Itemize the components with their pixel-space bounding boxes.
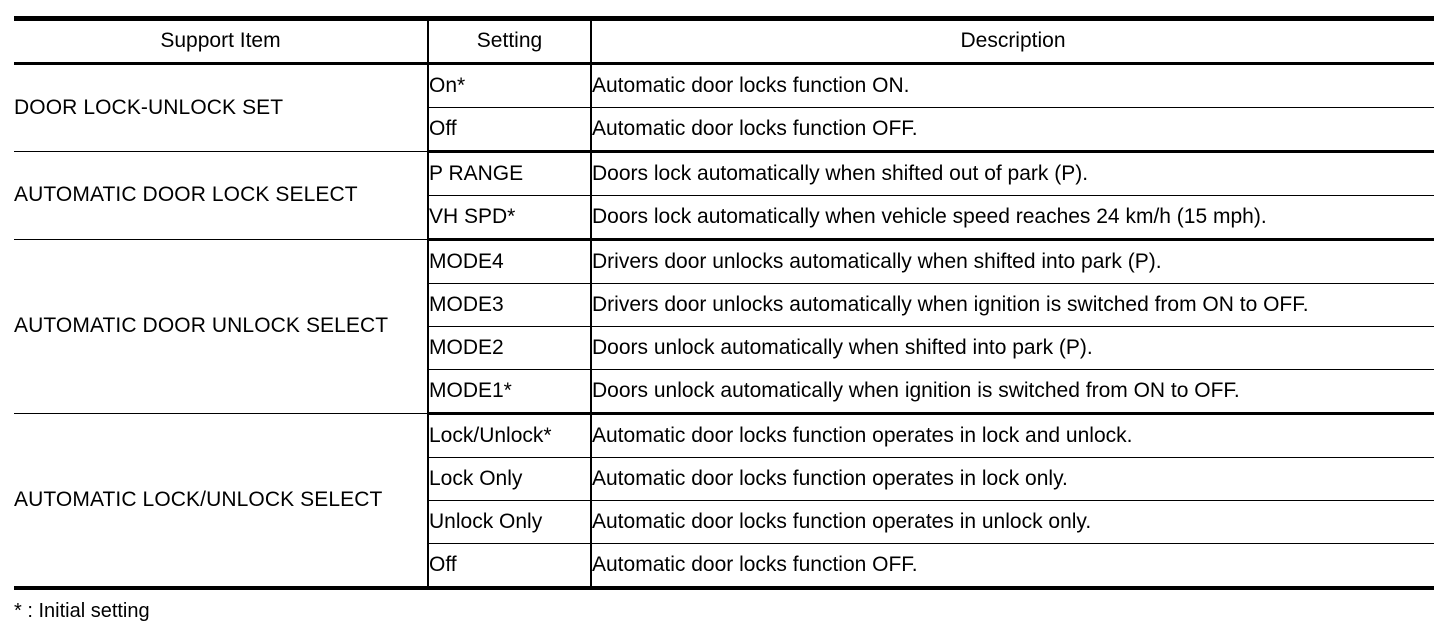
table-row: Off Automatic door locks function OFF. [14, 107, 1434, 153]
table-row: Lock Only Automatic door locks function … [14, 457, 1434, 501]
setting-cell: Off [428, 107, 592, 153]
column-header-description: Description [591, 18, 1434, 65]
setting-cell: P RANGE [428, 151, 592, 196]
description-cell: Automatic door locks function operates i… [591, 457, 1434, 501]
setting-cell: MODE4 [428, 239, 592, 284]
table-row: AUTOMATIC LOCK/UNLOCK SELECT Lock/Unlock… [14, 413, 1434, 589]
support-item-settings-table: Support Item Setting Description DOOR LO… [14, 16, 1434, 590]
table-row: MODE2 Doors unlock automatically when sh… [14, 326, 1434, 370]
support-item-cell: AUTOMATIC LOCK/UNLOCK SELECT [14, 413, 429, 589]
table-row: VH SPD* Doors lock automatically when ve… [14, 195, 1434, 241]
description-cell: Automatic door locks function OFF. [592, 552, 918, 576]
description-cell: Doors unlock automatically when ignition… [591, 369, 1434, 415]
setting-cell: VH SPD* [428, 195, 592, 241]
setting-cell: MODE1* [428, 369, 592, 415]
setting-cell: Lock Only [428, 457, 592, 501]
description-cell: Automatic door locks function operates i… [591, 413, 1434, 458]
support-item-label: AUTOMATIC LOCK/UNLOCK SELECT [14, 487, 383, 511]
table-row: AUTOMATIC DOOR UNLOCK SELECT MODE4 Drive… [14, 239, 1434, 414]
setting-cell: On* [428, 63, 592, 108]
support-item-label: DOOR LOCK-UNLOCK SET [14, 95, 284, 119]
table-header: Support Item Setting Description [14, 18, 1434, 65]
description-cell: Drivers door unlocks automatically when … [591, 239, 1434, 284]
table-row: Unlock Only Automatic door locks functio… [14, 500, 1434, 544]
description-cell: Automatic door locks function operates i… [591, 500, 1434, 544]
setting-cell: Unlock Only [428, 500, 592, 544]
table-header-row: Support Item Setting Description [14, 18, 1434, 65]
support-item-cell: AUTOMATIC DOOR LOCK SELECT [14, 151, 429, 240]
table-row: DOOR LOCK-UNLOCK SET On* Automatic door … [14, 63, 1434, 152]
column-header-setting: Setting [428, 18, 592, 65]
support-item-label: AUTOMATIC DOOR LOCK SELECT [14, 183, 358, 207]
table-row: MODE1* Doors unlock automatically when i… [14, 369, 1434, 415]
setting-cell: Lock/Unlock* [428, 413, 592, 458]
table-row: MODE3 Drivers door unlocks automatically… [14, 283, 1434, 327]
table-body: DOOR LOCK-UNLOCK SET On* Automatic door … [14, 63, 1434, 589]
setting-cell: MODE2 [428, 326, 592, 370]
description-cell: Drivers door unlocks automatically when … [591, 283, 1434, 327]
support-item-label: AUTOMATIC DOOR UNLOCK SELECT [14, 314, 389, 338]
table-row: Off Automatic door locks function OFF. [14, 543, 1434, 588]
description-cell: Automatic door locks function OFF. [591, 107, 1434, 153]
setting-cell: MODE3 [428, 283, 592, 327]
description-cell: Automatic door locks function ON. [591, 63, 1434, 108]
column-header-support-item: Support Item [14, 18, 429, 65]
description-cell: Doors lock automatically when vehicle sp… [591, 195, 1434, 241]
table-row: AUTOMATIC DOOR LOCK SELECT P RANGE Doors… [14, 151, 1434, 240]
description-cell: Doors lock automatically when shifted ou… [591, 151, 1434, 196]
description-cell: Doors unlock automatically when shifted … [591, 326, 1434, 370]
setting-cell: Off [428, 543, 592, 588]
support-item-cell: DOOR LOCK-UNLOCK SET [14, 63, 429, 152]
support-item-cell: AUTOMATIC DOOR UNLOCK SELECT [14, 239, 429, 414]
footnote-initial-setting: * : Initial setting [14, 600, 150, 622]
